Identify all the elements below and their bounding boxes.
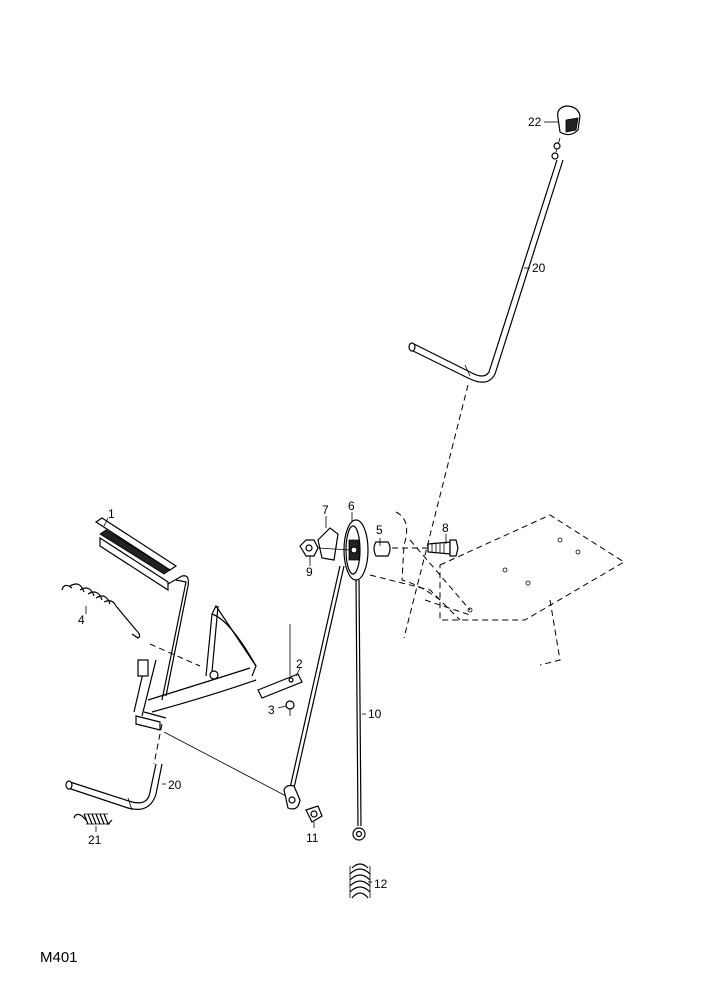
bracket-part-7 xyxy=(317,527,339,561)
link-line xyxy=(163,731,287,797)
callout-22: 22 xyxy=(528,115,542,129)
upper-lever-rod xyxy=(408,159,564,383)
spacer-part-5 xyxy=(373,541,428,557)
callout-12: 12 xyxy=(374,877,388,891)
lower-lever-rod xyxy=(65,723,163,811)
callouts: 1 2 3 4 5 6 7 8 9 10 11 12 20 20 21 22 xyxy=(78,115,546,891)
callout-3: 3 xyxy=(268,703,275,717)
leader-lines xyxy=(85,121,558,883)
screw-part-3 xyxy=(285,700,295,716)
bolt-part-8 xyxy=(427,539,459,557)
callout-10: 10 xyxy=(368,707,382,721)
rod-to-clip xyxy=(283,565,345,810)
pedal-assembly xyxy=(94,517,257,731)
callout-20-upper: 20 xyxy=(532,261,546,275)
callout-6: 6 xyxy=(348,499,355,513)
diagram-code: M401 xyxy=(40,949,78,966)
callout-5: 5 xyxy=(376,523,383,537)
callout-4: 4 xyxy=(78,613,85,627)
callout-1: 1 xyxy=(108,507,115,521)
pulley xyxy=(343,519,369,581)
cable-part-10 xyxy=(352,579,366,841)
callout-2: 2 xyxy=(296,657,303,671)
spring-part-21 xyxy=(73,813,113,826)
callout-8: 8 xyxy=(442,521,449,535)
callout-11: 11 xyxy=(306,831,319,845)
clip-part-11 xyxy=(305,805,323,823)
plate-part-2 xyxy=(257,624,303,699)
nut-part-9 xyxy=(299,539,351,557)
spring-part-12 xyxy=(349,863,371,899)
frame-dashed-outline xyxy=(369,384,625,666)
callout-9: 9 xyxy=(306,565,313,579)
spring-part-4 xyxy=(61,583,201,667)
callout-7: 7 xyxy=(322,503,329,517)
callout-21: 21 xyxy=(88,833,102,847)
callout-20-lower: 20 xyxy=(168,778,182,792)
knob xyxy=(551,105,581,160)
